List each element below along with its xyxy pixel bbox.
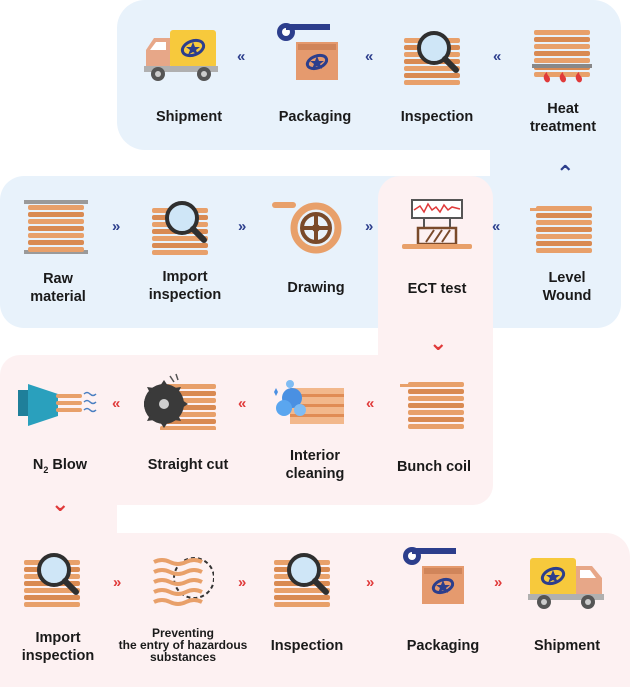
step-label-drawing: Drawing — [287, 280, 345, 296]
arrow-left: « — [366, 395, 375, 412]
arrow-left: « — [112, 395, 121, 412]
arrow-up: ⌃ — [556, 161, 575, 186]
step-label-n2-blow: N2 Blow — [32, 457, 88, 475]
step-label-shipment: Shipment — [533, 638, 601, 654]
step-label-packaging: Packaging — [278, 109, 352, 125]
ect-probe-icon — [402, 198, 472, 261]
arrow-right: » — [366, 574, 375, 591]
box-tape-icon — [402, 546, 466, 611]
arrow-right: » — [112, 218, 121, 235]
step-label-straight-cut: Straight cut — [147, 457, 229, 473]
spool-icon — [24, 200, 88, 263]
bubbles-coil-icon — [270, 378, 346, 433]
coil-icon — [530, 206, 598, 259]
magnifier-coil-icon — [152, 200, 222, 263]
arrow-right: » — [113, 574, 122, 591]
truck-icon — [144, 28, 220, 89]
wavy-coil-icon — [150, 552, 215, 617]
arrow-right: » — [494, 574, 503, 591]
arrow-right: » — [238, 218, 247, 235]
arrow-down: ⌄ — [429, 330, 448, 355]
step-label-ect-test: ECT test — [407, 281, 467, 297]
magnifier-coil-icon — [274, 552, 344, 615]
step-label-inspection: Inspection — [400, 109, 474, 125]
step-label-shipment: Shipment — [155, 109, 223, 125]
magnifier-coil-icon — [24, 552, 94, 615]
coil-icon — [400, 382, 468, 435]
arrow-left: « — [493, 48, 502, 65]
arrow-left: « — [237, 48, 246, 65]
arrow-left: « — [365, 48, 374, 65]
arrow-right: » — [238, 574, 247, 591]
arrow-down: ⌄ — [51, 491, 70, 516]
arrow-right: » — [365, 218, 374, 235]
truck-icon — [528, 556, 604, 617]
step-label-packaging: Packaging — [406, 638, 480, 654]
arrow-left: « — [492, 218, 501, 235]
box-tape-icon — [276, 22, 340, 87]
step-label-inspection: Inspection — [270, 638, 344, 654]
heat-coil-icon — [532, 30, 592, 91]
arrow-left: « — [238, 395, 247, 412]
saw-coil-icon — [140, 372, 218, 435]
drawing-wheel-icon — [272, 196, 346, 259]
blower-icon — [18, 380, 98, 435]
magnifier-coil-icon — [404, 30, 474, 93]
step-label-bunch-coil: Bunch coil — [396, 459, 472, 475]
